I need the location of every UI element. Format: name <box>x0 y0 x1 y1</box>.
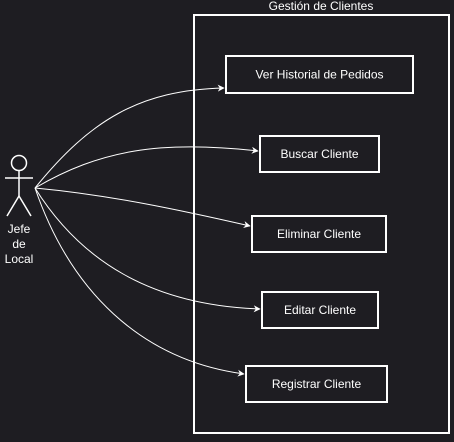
use-case-label: Registrar Cliente <box>272 377 362 391</box>
use-case-label: Editar Cliente <box>284 303 356 317</box>
system-title: Gestión de Clientes <box>269 0 374 13</box>
actor-label-line: Local <box>5 252 34 266</box>
actor-label-line: Jefe <box>8 222 31 236</box>
actor-jefe-de-local: Jefe de Local <box>5 154 34 266</box>
use-case-box <box>225 55 414 94</box>
association-arrow-ver-historial <box>34 84 225 189</box>
actor-label-line: de <box>12 237 26 251</box>
system-boundary-frame <box>193 14 450 434</box>
use-case-box <box>259 135 380 173</box>
use-case-box <box>245 365 388 403</box>
association-arrow-buscar <box>34 146 259 189</box>
use-case-editar: Editar Cliente <box>261 291 379 329</box>
use-case-box <box>251 215 387 253</box>
use-case-label: Buscar Cliente <box>280 147 358 161</box>
use-case-ver-historial: Ver Historial de Pedidos <box>225 55 414 94</box>
use-case-box <box>261 291 379 329</box>
use-case-label: Ver Historial de Pedidos <box>255 68 383 82</box>
association-arrow-registrar <box>34 187 245 377</box>
association-arrow-editar <box>34 187 261 313</box>
use-case-label: Eliminar Cliente <box>277 227 361 241</box>
associations <box>34 84 261 377</box>
association-arrow-eliminar <box>34 187 251 229</box>
actor-stick-figure-icon <box>5 154 33 217</box>
system-boundary: Gestión de Clientes <box>193 0 450 434</box>
use-case-buscar: Buscar Cliente <box>259 135 380 173</box>
use-case-eliminar: Eliminar Cliente <box>251 215 387 253</box>
use-case-registrar: Registrar Cliente <box>245 365 388 403</box>
